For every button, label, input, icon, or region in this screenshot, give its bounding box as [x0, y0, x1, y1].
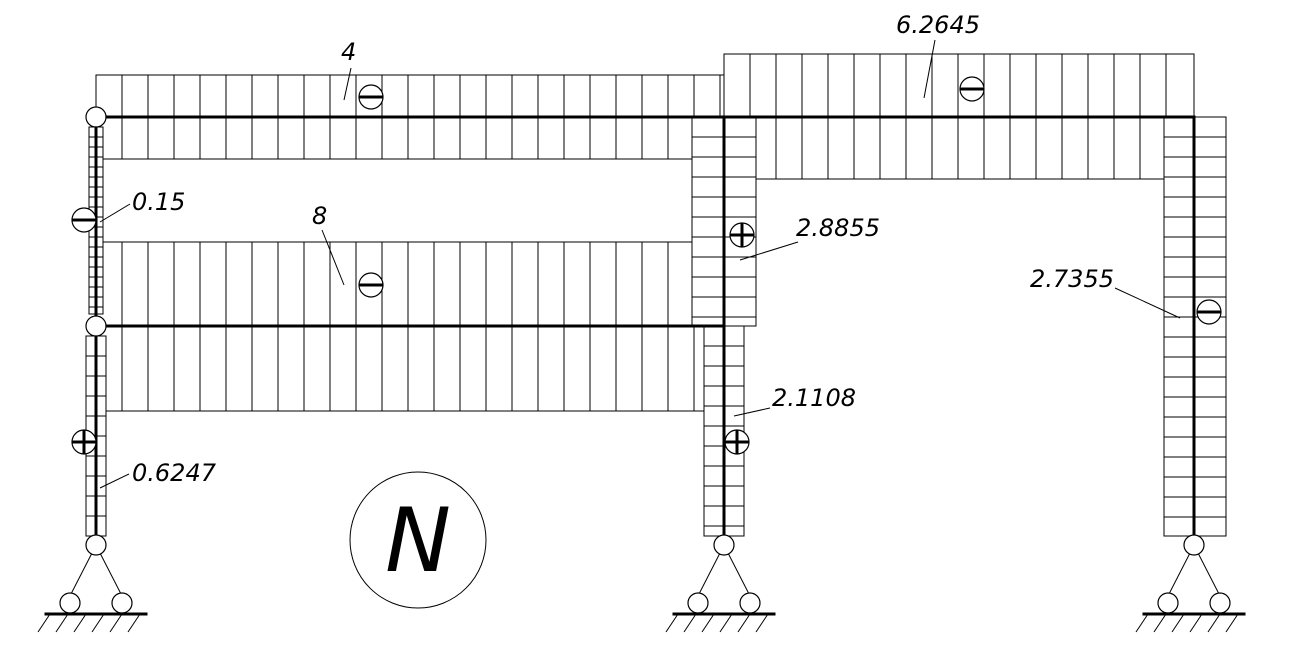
title-letter: N [385, 489, 451, 592]
support-right-strut-right [1197, 552, 1220, 595]
support-left-strut-left [70, 552, 93, 595]
label-middle-upper-column: 2.8855 [796, 214, 880, 242]
sign-top-left-beam-minus-icon [358, 84, 384, 110]
sign-symbols [71, 76, 1222, 455]
sign-middle-upper-column-plus-icon [729, 222, 755, 248]
support-middle-roller-left [687, 592, 709, 614]
band-middle-beam-upper [95, 241, 725, 327]
support-right [1135, 534, 1246, 633]
support-left-roller-right [111, 592, 133, 614]
label-top-left-beam: 4 [341, 38, 356, 66]
support-middle-ground-hatch [701, 613, 715, 633]
support-middle [665, 534, 776, 633]
support-left-ground-hatch [37, 613, 51, 633]
leader-left-upper-column [99, 203, 131, 223]
band-middle-beam-lower-outline [95, 325, 725, 412]
frame-members [94, 115, 1196, 538]
label-right-column: 2.7355 [1030, 265, 1114, 293]
support-middle-strut-left [698, 552, 721, 595]
support-right-ground-hatch [1189, 613, 1203, 633]
support-right-roller-right [1209, 592, 1231, 614]
support-right-ground-hatch [1225, 613, 1239, 633]
support-right-hinge [1183, 534, 1205, 556]
support-left-roller-left [59, 592, 81, 614]
support-middle-strut-right [727, 552, 750, 595]
support-left-ground-hatch [127, 613, 141, 633]
support-right-ground-hatch [1207, 613, 1221, 633]
force-bands [85, 53, 1227, 537]
support-left-ground-hatch [55, 613, 69, 633]
support-left-ground-hatch [91, 613, 105, 633]
hinge-middle-left [85, 315, 107, 337]
label-top-right-beam: 6.2645 [896, 11, 980, 39]
leader-top-right-beam [923, 39, 936, 99]
support-middle-ground-hatch [737, 613, 751, 633]
leader-middle-upper-column [739, 241, 799, 261]
sign-middle-beam-minus-icon [358, 272, 384, 298]
support-left-ground-hatch [73, 613, 87, 633]
diagram-title-badge: N [349, 471, 487, 609]
hinges [85, 106, 107, 337]
label-middle-lower-column: 2.1108 [772, 384, 856, 412]
leader-top-left-beam [343, 67, 352, 101]
support-left-hinge [85, 534, 107, 556]
value-labels: 4 6.2645 0.15 8 2.8855 2.7355 2.1108 0.6… [132, 11, 1114, 487]
support-middle-hinge [713, 534, 735, 556]
support-left-ground-hatch [109, 613, 123, 633]
sign-right-column-minus-icon [1196, 299, 1222, 325]
label-left-upper-column: 0.15 [132, 188, 185, 216]
sign-left-upper-column-minus-icon [71, 207, 97, 233]
sign-middle-lower-column-plus-icon [724, 429, 750, 455]
support-left [37, 534, 148, 633]
label-middle-beam: 8 [312, 202, 327, 230]
leader-lines [99, 39, 1181, 489]
support-right-ground-hatch [1153, 613, 1167, 633]
band-middle-beam-upper-outline [95, 241, 725, 327]
leader-middle-lower-column [733, 407, 771, 417]
support-middle-roller-right [739, 592, 761, 614]
sign-left-lower-column-plus-icon [71, 429, 97, 455]
support-right-strut-left [1168, 552, 1191, 595]
support-middle-ground-hatch [719, 613, 733, 633]
leader-middle-beam [321, 229, 345, 286]
hinge-top-left [85, 106, 107, 128]
support-middle-ground-hatch [755, 613, 769, 633]
support-left-strut-right [99, 552, 122, 595]
support-middle-ground-hatch [665, 613, 679, 633]
support-right-ground-hatch [1135, 613, 1149, 633]
sign-top-right-beam-minus-icon [959, 76, 985, 102]
label-left-lower-column: 0.6247 [132, 459, 217, 487]
title-circle [349, 471, 487, 609]
supports [37, 534, 1246, 633]
leader-right-column [1114, 287, 1181, 319]
support-right-ground-hatch [1171, 613, 1185, 633]
band-middle-beam-lower [95, 325, 725, 412]
support-right-roller-left [1157, 592, 1179, 614]
support-middle-ground-hatch [683, 613, 697, 633]
leader-left-lower-column [99, 473, 130, 489]
